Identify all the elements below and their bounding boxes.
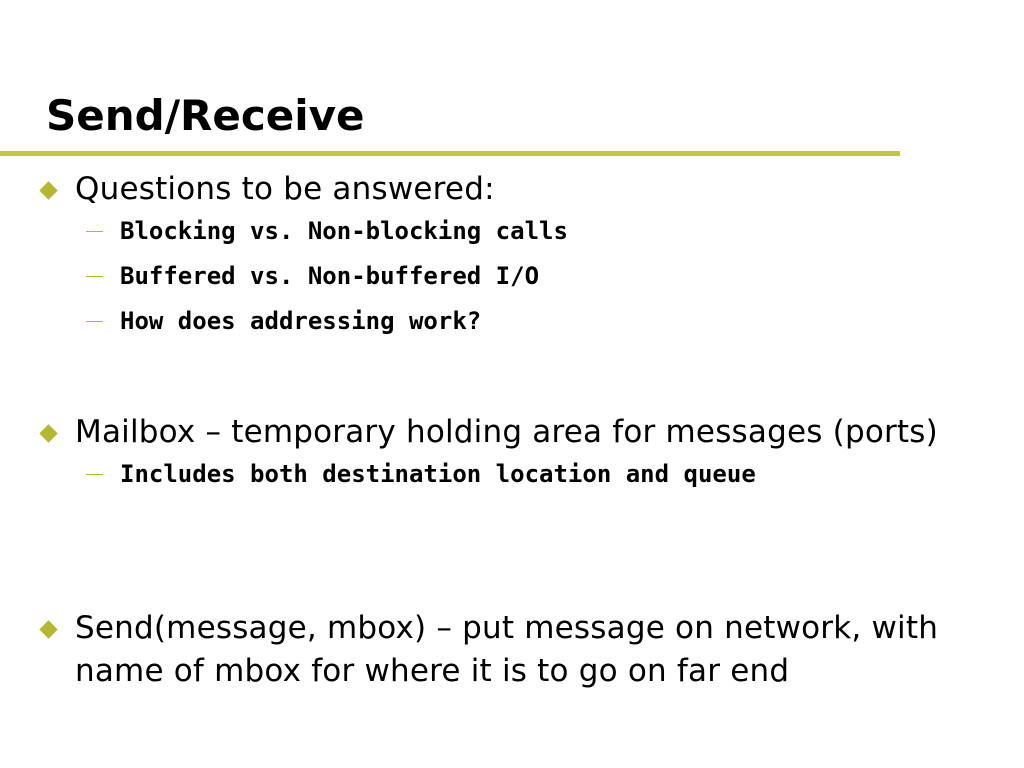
sub-item-text: Buffered vs. Non-buffered I/O — [120, 262, 540, 290]
sub-item: Includes both destination location and q… — [86, 454, 1008, 499]
bullet-send: Send(message, mbox) – put message on net… — [38, 607, 1008, 693]
dash-bullet-icon — [86, 474, 103, 475]
bullet-mailbox: Mailbox – temporary holding area for mes… — [38, 411, 1008, 499]
dash-bullet-icon — [86, 276, 103, 277]
bullet-questions: Questions to be answered: Blocking vs. N… — [38, 168, 1008, 346]
bullet-text: Mailbox – temporary holding area for mes… — [75, 414, 938, 450]
diamond-bullet-icon — [39, 424, 58, 443]
sub-item-text: Includes both destination location and q… — [120, 460, 756, 488]
sub-list: Includes both destination location and q… — [38, 454, 1008, 499]
title-underline — [0, 151, 900, 156]
dash-bullet-icon — [86, 321, 103, 322]
slide-title: Send/Receive — [46, 91, 365, 140]
sub-item-text: Blocking vs. Non-blocking calls — [120, 217, 568, 245]
sub-item: How does addressing work? — [86, 301, 1008, 346]
sub-item: Blocking vs. Non-blocking calls — [86, 211, 1008, 256]
sub-item: Buffered vs. Non-buffered I/O — [86, 256, 1008, 301]
bullet-text: Questions to be answered: — [75, 171, 495, 207]
sub-list: Blocking vs. Non-blocking calls Buffered… — [38, 211, 1008, 346]
bullet-text: Send(message, mbox) – put message on net… — [75, 610, 939, 689]
dash-bullet-icon — [86, 231, 103, 232]
diamond-bullet-icon — [39, 620, 58, 639]
sub-item-text: How does addressing work? — [120, 307, 482, 335]
diamond-bullet-icon — [39, 181, 58, 200]
